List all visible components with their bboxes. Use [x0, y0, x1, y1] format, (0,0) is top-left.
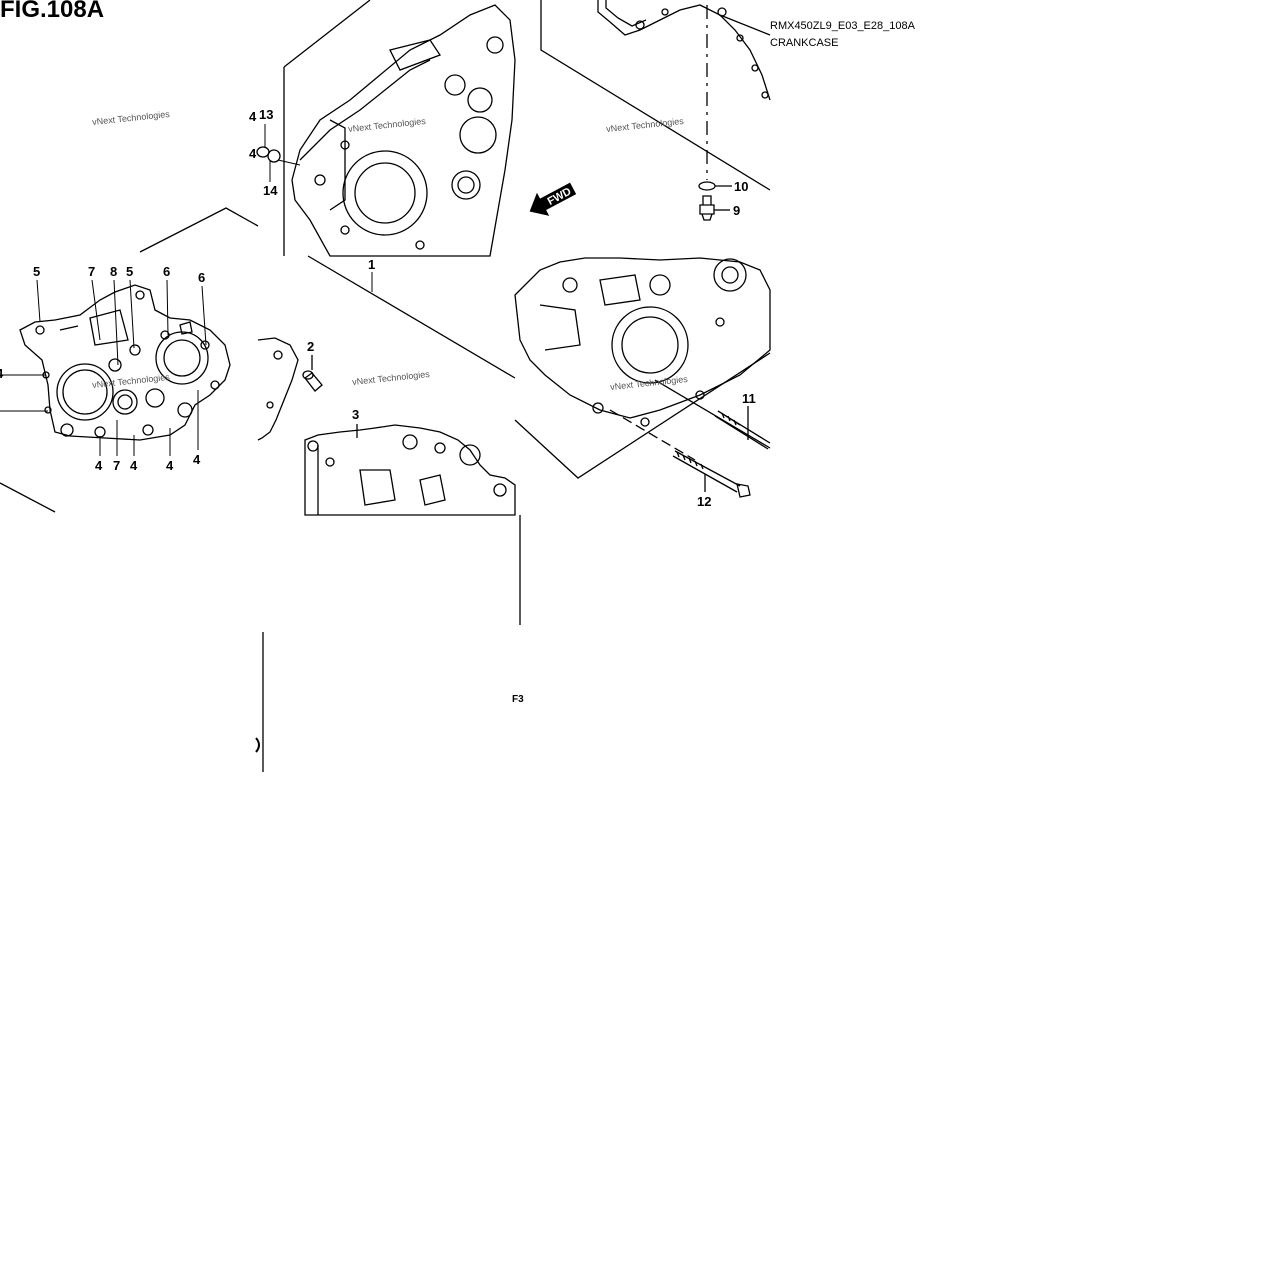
frame-top-center	[283, 0, 371, 68]
callout-5: 5	[126, 264, 134, 279]
frame-top-right	[540, 0, 771, 191]
left-crankcase-half	[514, 257, 771, 427]
bolt-12	[672, 450, 751, 498]
callout-4: 4	[249, 109, 257, 124]
callout-1: 1	[368, 257, 376, 272]
callout-9: 9	[733, 203, 741, 218]
callout-5: 5	[33, 264, 41, 279]
callout-4: 4	[95, 458, 103, 473]
dowel-pin-2	[302, 355, 323, 392]
callout-4: 4	[193, 452, 201, 467]
right-crankcase-half	[291, 4, 516, 257]
crankcase-inner-view	[19, 284, 231, 441]
washer-14	[267, 149, 281, 163]
leader-lines	[0, 124, 373, 456]
model-name: CRANKCASE	[770, 37, 839, 49]
washer-10	[698, 181, 716, 191]
callout-8: 8	[110, 264, 118, 279]
bolt-9	[699, 195, 715, 221]
figure-title: FIG.108A	[0, 0, 105, 23]
callout-7: 7	[88, 264, 96, 279]
frame-mid-right	[514, 352, 771, 479]
gasket-left-partial	[257, 337, 299, 441]
callout-2: 2	[307, 339, 315, 354]
washer-13	[256, 146, 270, 158]
callout-4: 4	[130, 458, 138, 473]
callout-3: 3	[352, 407, 360, 422]
callout-7: 7	[113, 458, 121, 473]
right-gasket-top	[597, 0, 771, 101]
fragment-text: F3	[512, 694, 524, 705]
callout-6: 6	[198, 270, 206, 285]
callout-11: 11	[742, 391, 756, 406]
callout-4: 4	[0, 367, 3, 381]
callout-4: 4	[166, 458, 174, 473]
bolt-11	[714, 410, 771, 450]
callout-13: 13	[259, 107, 274, 122]
callout-12: 12	[697, 494, 712, 509]
crankcase-gasket-3	[304, 424, 516, 516]
callout-4: 4	[249, 146, 257, 161]
callout-10: 10	[734, 179, 749, 194]
model-code: RMX450ZL9_E03_E28_108A	[770, 20, 915, 32]
fwd-arrow: FWD	[529, 182, 577, 216]
callout-6: 6	[163, 264, 171, 279]
callout-14: 14	[263, 183, 278, 198]
fwd-label: FWD	[546, 186, 574, 208]
frame-left	[139, 207, 259, 253]
